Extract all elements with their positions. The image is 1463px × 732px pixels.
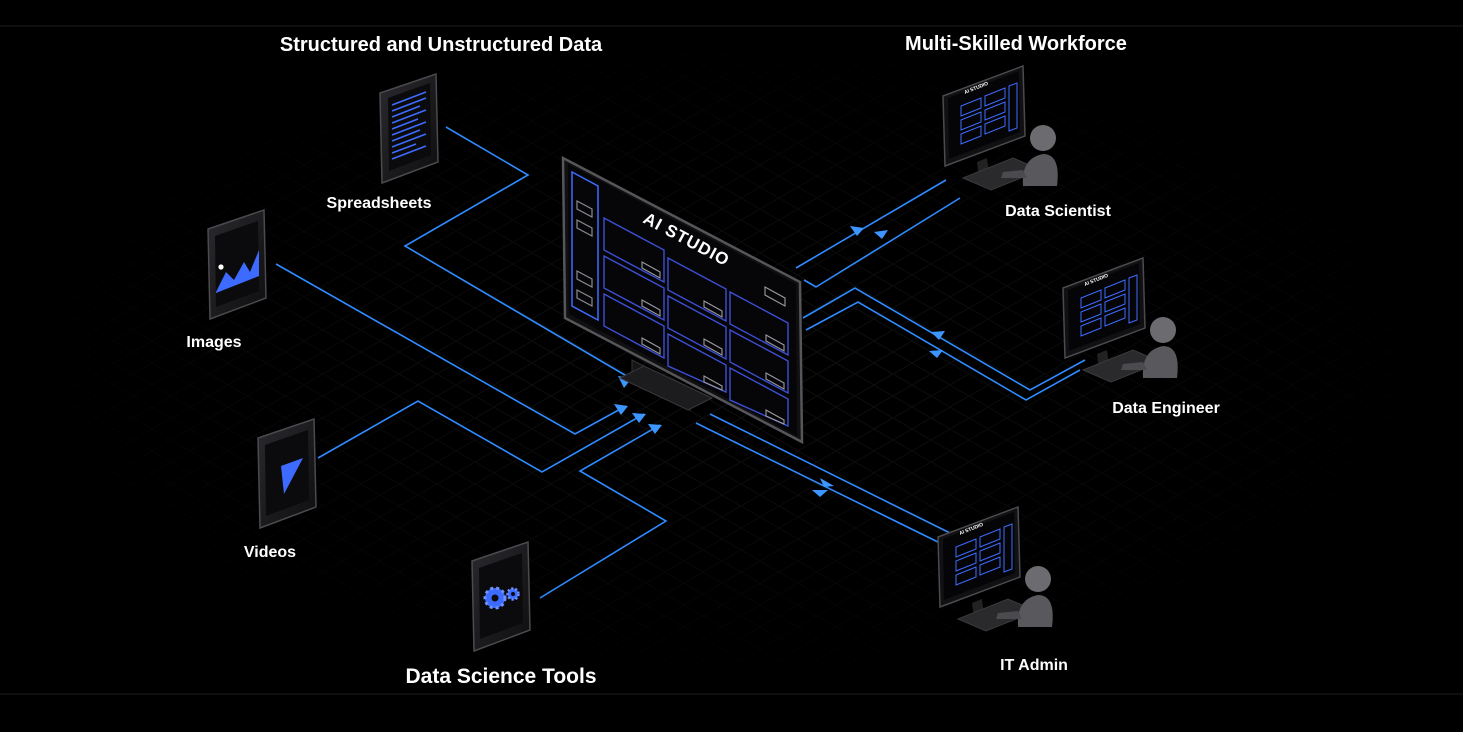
heading-workforce: Multi-Skilled Workforce — [905, 33, 1127, 55]
arrow-icon — [929, 350, 943, 358]
arrow-icon — [874, 230, 888, 239]
workforce-label: IT Admin — [1000, 657, 1068, 674]
document-icon — [379, 72, 439, 185]
workforce-it-admin: AI STUDIO — [937, 505, 1053, 632]
heading-data-sources: Structured and Unstructured Data — [280, 34, 603, 56]
source-label: Spreadsheets — [327, 195, 432, 212]
arrow-icon — [820, 478, 834, 487]
arrow-icon — [632, 413, 646, 423]
gears-icon — [471, 540, 531, 653]
workforce-data-engineer: AI STUDIO — [1062, 256, 1178, 383]
play-icon — [257, 417, 317, 530]
user-workstation-icon — [942, 64, 1058, 191]
arrow-icon — [812, 490, 828, 497]
workforce-label: Data Scientist — [1005, 203, 1111, 220]
user-workstation-icon — [1062, 256, 1178, 383]
source-data-science-tools — [471, 540, 531, 653]
user-workstation-icon — [937, 505, 1053, 632]
heading-data-science-tools: Data Science Tools — [405, 665, 596, 688]
monitor-icon — [561, 155, 804, 445]
flow-lines — [275, 126, 1086, 599]
workforce-data-scientist: AI STUDIO — [942, 64, 1058, 191]
image-chart-icon — [207, 208, 267, 321]
source-images: Images — [186, 208, 267, 351]
source-label: Images — [186, 334, 241, 351]
arrow-icon — [850, 226, 864, 236]
source-videos: Videos — [244, 417, 317, 561]
arrow-icon — [648, 424, 662, 434]
arrow-icon — [931, 331, 945, 340]
arrow-icon — [614, 404, 628, 415]
workforce-label: Data Engineer — [1112, 400, 1220, 417]
source-spreadsheets: Spreadsheets — [327, 72, 439, 212]
source-label: Videos — [244, 544, 296, 561]
